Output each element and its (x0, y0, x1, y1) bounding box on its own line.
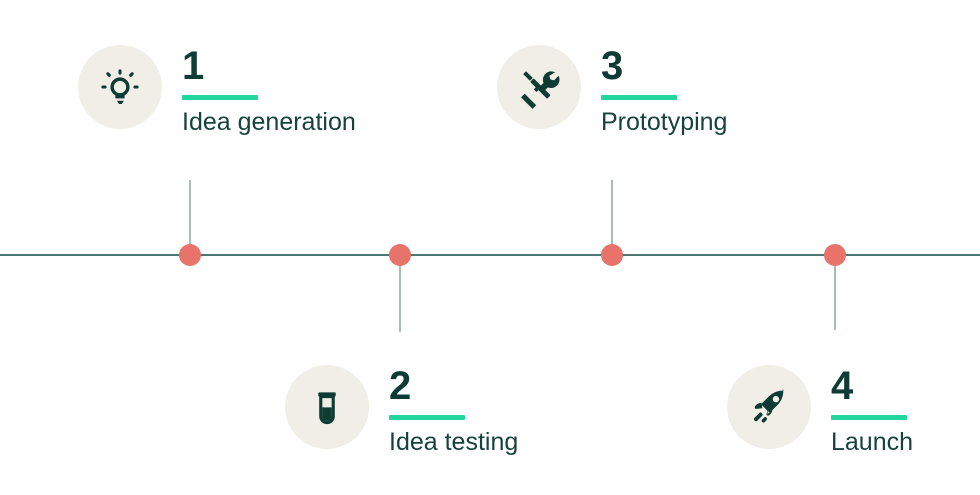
tools-icon (516, 64, 562, 110)
step-3-label: Prototyping (601, 108, 728, 137)
connector-stem-1 (189, 180, 191, 255)
step-3-number: 3 (601, 44, 624, 88)
timeline-node-4[interactable] (824, 244, 846, 266)
step-2-text: 2 Idea testing (389, 365, 518, 457)
step-4-underline (831, 415, 907, 421)
rocket-icon (747, 385, 791, 429)
test-tube-icon (305, 385, 349, 429)
step-2-icon-container (285, 365, 369, 449)
timeline-node-2[interactable] (389, 244, 411, 266)
step-3[interactable]: 3 Prototyping (497, 45, 727, 137)
step-2-underline (389, 415, 465, 421)
step-4-label: Launch (831, 428, 914, 457)
step-4-icon-container (727, 365, 811, 449)
step-4-text: 4 Launch (831, 365, 913, 457)
step-3-text: 3 Prototyping (601, 45, 727, 137)
timeline-axis (0, 254, 980, 256)
step-1-icon-container (78, 45, 162, 129)
step-4-number: 4 (831, 364, 854, 408)
lightbulb-icon (97, 64, 143, 110)
timeline-node-3[interactable] (601, 244, 623, 266)
step-1-number: 1 (182, 44, 205, 88)
step-2-number: 2 (389, 364, 412, 408)
step-4[interactable]: 4 Launch (727, 365, 913, 457)
step-2[interactable]: 2 Idea testing (285, 365, 518, 457)
connector-stem-3 (611, 180, 613, 255)
step-1-underline (182, 95, 258, 101)
step-1-label: Idea generation (182, 108, 356, 137)
connector-stem-2 (399, 255, 401, 332)
step-3-icon-container (497, 45, 581, 129)
connector-stem-4 (834, 255, 836, 330)
timeline-node-1[interactable] (179, 244, 201, 266)
step-3-underline (601, 95, 677, 101)
step-2-label: Idea testing (389, 428, 519, 457)
step-1-text: 1 Idea generation (182, 45, 356, 137)
step-1[interactable]: 1 Idea generation (78, 45, 356, 137)
